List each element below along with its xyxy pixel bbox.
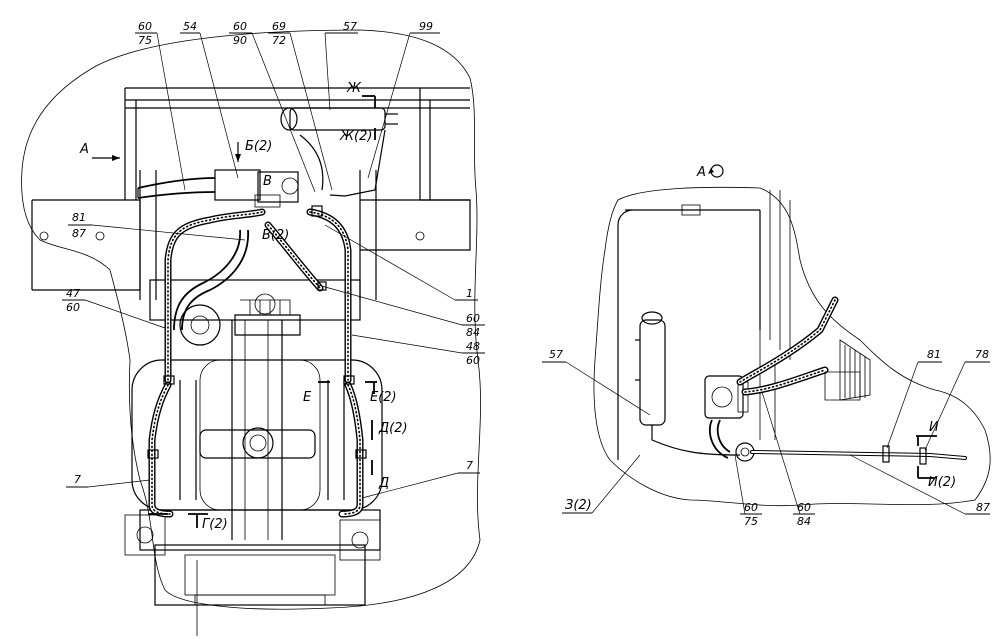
callout-60-84-right-top: 60 xyxy=(797,501,811,514)
right-cab-outline xyxy=(593,186,991,507)
callout-47-60-bottom: 60 xyxy=(66,301,80,314)
callout-60-75-bottom: 75 xyxy=(138,34,152,47)
callout-81-87-top: 81 xyxy=(72,211,86,224)
callout-47-60-top: 47 xyxy=(66,287,80,300)
left-view xyxy=(21,29,481,610)
section-i: И xyxy=(929,420,939,435)
callout-60-90-bottom: 90 xyxy=(233,34,247,47)
callout-54: 54 xyxy=(183,20,197,33)
callout-7-left: 7 xyxy=(74,473,81,486)
callout-81-right: 81 xyxy=(927,348,941,361)
cab-wall xyxy=(617,209,761,460)
coolant-hoses xyxy=(148,208,364,518)
engine-block xyxy=(124,279,383,606)
callout-78-right: 78 xyxy=(975,348,989,361)
callout-87-right: 87 xyxy=(976,501,990,514)
view-arrow-a: А xyxy=(79,142,120,161)
section-v: В xyxy=(263,174,272,189)
expansion-tank-57 xyxy=(280,107,398,131)
right-view: А xyxy=(593,164,991,507)
section-zh2: Ж(2) xyxy=(339,129,372,144)
callout-57: 57 xyxy=(343,20,357,33)
frame-top-rail xyxy=(124,87,470,200)
section-d2: Д(2) xyxy=(378,421,408,436)
callout-69-72-top: 69 xyxy=(272,20,286,33)
callout-60-84-bottom: 84 xyxy=(466,326,480,339)
cab-outline xyxy=(21,29,481,610)
callout-7-right: 7 xyxy=(466,459,473,472)
section-d: Д xyxy=(378,476,389,491)
section-e: Е xyxy=(303,390,312,405)
view-arrow-label: А xyxy=(79,142,89,157)
callout-60-75-top: 60 xyxy=(138,20,152,33)
section-e2: Е(2) xyxy=(370,390,397,405)
hose-clamps xyxy=(147,205,367,459)
gear-mechanism xyxy=(824,339,871,401)
section-b2: Б(2) xyxy=(245,139,272,154)
callout-60-84-top: 60 xyxy=(466,312,480,325)
left-section-marks: Ж Ж(2) Б(2) В В(2) Е Е(2) Д(2) Д Г(2) xyxy=(148,81,408,636)
left-plate xyxy=(31,199,141,291)
section-zh: Ж xyxy=(346,81,362,96)
callout-60-84-right-bottom: 84 xyxy=(797,515,811,528)
right-section-marks: И И(2) xyxy=(916,420,956,490)
callout-60-90-top: 60 xyxy=(233,20,247,33)
right-plate xyxy=(360,199,471,251)
callout-60-75-right-bottom: 75 xyxy=(744,515,758,528)
expansion-tank-57-side xyxy=(635,311,666,440)
heater-unit-54 xyxy=(137,169,299,208)
callout-57-right: 57 xyxy=(549,348,563,361)
callout-60-75-right-top: 60 xyxy=(744,501,758,514)
right-callouts: 57 81 78 З(2) 60 75 60 84 87 xyxy=(542,348,990,528)
section-i2: И(2) xyxy=(928,475,956,490)
left-callouts: 60 75 54 60 90 69 72 57 99 81 87 47 60 xyxy=(62,20,485,499)
callout-81-87-bottom: 87 xyxy=(72,227,86,240)
view-title: А xyxy=(696,165,706,180)
frame-right-block xyxy=(419,88,470,201)
section-v2: В(2) xyxy=(262,228,289,243)
callout-z2: З(2) xyxy=(565,498,592,513)
callout-1: 1 xyxy=(466,287,473,300)
callout-99: 99 xyxy=(419,20,433,33)
callout-48-60-top: 48 xyxy=(466,340,480,353)
callout-69-72-bottom: 72 xyxy=(272,34,286,47)
callout-48-60-bottom: 60 xyxy=(466,354,480,367)
section-g2: Г(2) xyxy=(202,517,228,532)
